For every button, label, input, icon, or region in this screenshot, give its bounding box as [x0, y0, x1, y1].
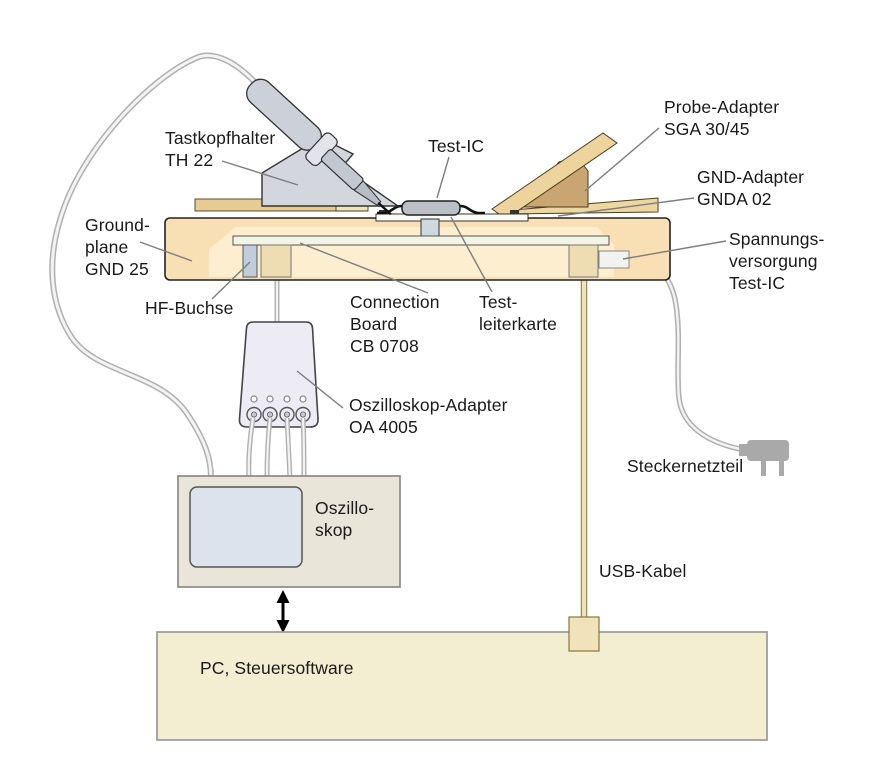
- ic-body: [401, 200, 461, 216]
- adapter-connector-pin: [283, 411, 290, 418]
- leader-spannungsversorgung: [622, 240, 727, 260]
- leader-tastkopfhalter: [221, 160, 299, 186]
- label-oszilloskop-adapter: Oszilloskop-Adapter: [349, 395, 508, 415]
- probe: [246, 78, 392, 216]
- power-cable-core: [627, 257, 747, 452]
- oscilloscope-screen: [189, 486, 303, 568]
- probe-needle: [377, 201, 392, 216]
- label-spannungsversorgung: Spannungs-: [729, 229, 824, 249]
- support-pillar: [420, 218, 440, 238]
- adapter-hole: [299, 395, 307, 403]
- label-gnd-adapter: GND-Adapter: [697, 167, 804, 187]
- scope-cable-core: [265, 417, 272, 479]
- oscilloscope-adapter: [238, 321, 319, 428]
- label-pc: PC, Steuersoftware: [200, 658, 354, 678]
- label-connection-board: Connection: [350, 292, 440, 312]
- adapter-holes: [250, 395, 307, 403]
- socket-block-right: [568, 244, 599, 278]
- adapter-hole: [266, 395, 274, 403]
- leader-hf-buchse: [211, 261, 251, 300]
- leader-connection-board: [299, 242, 429, 294]
- sync-arrow: [276, 590, 290, 633]
- adapter-connector-pin: [299, 411, 306, 418]
- label-ground-plane-2: plane: [85, 237, 128, 257]
- voltage-connector: [598, 250, 630, 269]
- label-usb-kabel: USB-Kabel: [599, 561, 686, 581]
- adapter-connector-pin: [250, 411, 257, 418]
- label-hf-buchse: HF-Buchse: [145, 298, 233, 318]
- adapter-hole: [250, 395, 258, 403]
- arrow-head-up: [276, 590, 290, 603]
- probe-taper: [353, 180, 382, 206]
- leader-testleiterkarte: [450, 216, 493, 293]
- scope-cable-core: [285, 417, 292, 479]
- scope-cables: [246, 417, 307, 479]
- labels: Tastkopfhalter TH 22 Test-IC Probe-Adapt…: [85, 97, 824, 678]
- adapter-connectors: [246, 406, 311, 423]
- label-spannungsversorgung-2: versorgung: [729, 251, 818, 271]
- label-testleiterkarte-2: leiterkarte: [479, 314, 557, 334]
- plug-prong: [779, 460, 784, 476]
- power-cable: [626, 256, 748, 453]
- leader-gnd-adapter: [557, 197, 695, 217]
- leader-probe-adapter: [584, 127, 660, 192]
- arrow-head-down: [276, 620, 290, 633]
- ic-pin-right: [459, 204, 485, 215]
- leader-test-ic: [436, 156, 450, 199]
- label-ground-plane: Ground-: [85, 215, 150, 235]
- label-tastkopfhalter-2: TH 22: [165, 150, 213, 170]
- label-spannungsversorgung-3: Test-IC: [729, 273, 785, 293]
- leader-oszilloskop-adapter: [296, 370, 344, 409]
- plug-body: [747, 440, 789, 461]
- label-oszilloskop-2: skop: [315, 520, 352, 540]
- hf-socket: [242, 244, 258, 278]
- label-test-ic: Test-IC: [428, 136, 484, 156]
- label-probe-adapter: Probe-Adapter: [664, 97, 779, 117]
- label-steckernetzteil: Steckernetzteil: [627, 456, 743, 476]
- label-gnd-adapter-2: GNDA 02: [697, 189, 772, 209]
- label-ground-plane-3: GND 25: [85, 259, 149, 279]
- label-oszilloskop-adapter-2: OA 4005: [349, 417, 418, 437]
- probe-cable: [49, 52, 265, 481]
- leader-ground-plane: [139, 241, 193, 262]
- label-connection-board-2: Board: [350, 314, 397, 334]
- label-connection-board-3: CB 0708: [350, 336, 419, 356]
- label-probe-adapter-2: SGA 30/45: [664, 119, 750, 139]
- socket-block-left: [260, 244, 292, 278]
- scope-cable-core: [301, 417, 306, 479]
- pc-box: [156, 631, 768, 741]
- connection-board-bar: [232, 235, 610, 246]
- leader-lines: [139, 127, 727, 409]
- label-oszilloskop: Oszillo-: [315, 498, 374, 518]
- adapter-connector-pin: [266, 411, 273, 418]
- contact-mark-right: [510, 210, 519, 214]
- adapter-hole: [283, 395, 291, 403]
- probe-cable-core: [50, 54, 264, 480]
- plug-prong: [761, 460, 766, 476]
- usb-connector: [568, 616, 600, 652]
- label-testleiterkarte: Test-: [479, 292, 517, 312]
- label-tastkopfhalter: Tastkopfhalter: [165, 128, 275, 148]
- power-plug: [739, 440, 789, 476]
- scope-cable-core: [247, 417, 255, 479]
